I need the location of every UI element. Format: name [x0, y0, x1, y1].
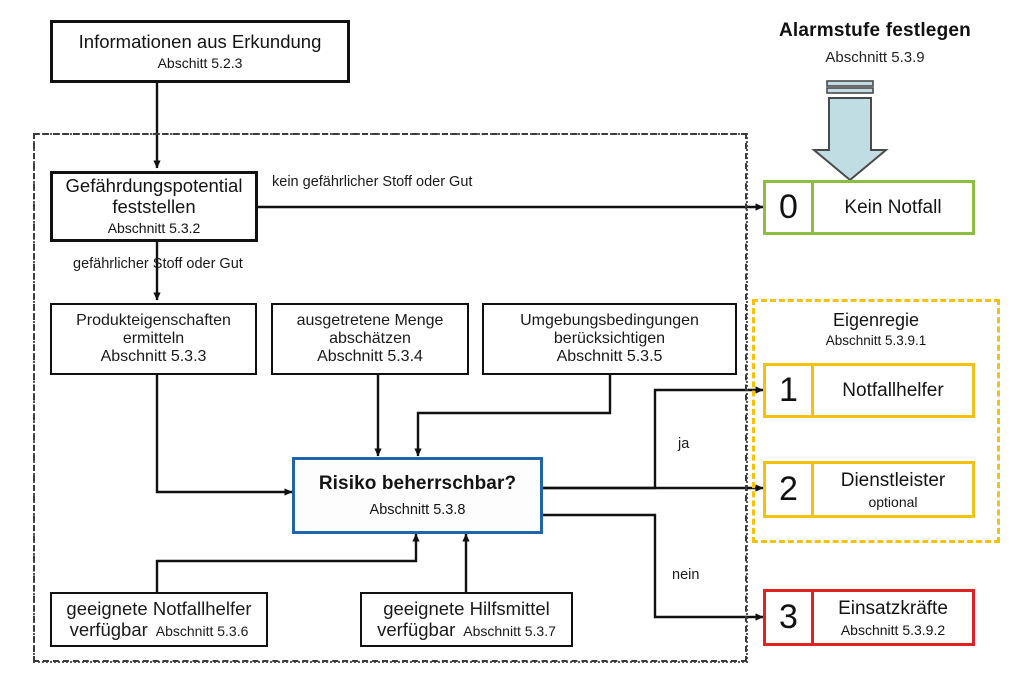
node-title: ausgetretene Menge	[296, 312, 444, 330]
result-box-2-dienstleister[interactable]: 2 Dienstleister optional	[763, 461, 975, 518]
node-subtitle: Abschnitt 5.3.5	[556, 347, 663, 365]
node-ausgetretene-menge-abschaetzen[interactable]: ausgetretene Menge abschätzen Abschnitt …	[271, 303, 469, 375]
node-subtitle: Abschitt 5.2.3	[157, 54, 243, 71]
node-title-line2: abschätzen	[329, 330, 411, 348]
result-body: Kein Notfall	[811, 180, 975, 235]
eigenregie-title: Eigenregie	[832, 310, 920, 330]
node-subtitle: Abschnitt 5.3.6	[155, 622, 249, 639]
node-title: Informationen aus Erkundung	[78, 30, 322, 52]
node-title: Umgebungsbedingungen	[520, 312, 699, 330]
result-box-3-einsatzkraefte[interactable]: 3 Einsatzkräfte Abschnitt 5.3.9.2	[763, 589, 975, 646]
node-subtitle: Abschnitt 5.3.8	[369, 502, 466, 519]
result-box-0-kein-notfall[interactable]: 0 Kein Notfall	[763, 180, 975, 235]
node-title: Produkteigenschaften	[76, 312, 231, 330]
eigenregie-title-block: Eigenregie Abschnitt 5.3.9.1	[752, 310, 1000, 348]
node-subtitle: Abschnitt 5.3.7	[463, 622, 556, 639]
edge-label-kein-gefaehrlicher-stoff: kein gefährlicher Stoff oder Gut	[272, 174, 473, 190]
node-informationen-aus-erkundung[interactable]: Informationen aus Erkundung Abschitt 5.2…	[50, 20, 350, 83]
header-subtitle: Abschnitt 5.3.9	[825, 49, 925, 66]
result-subtitle: Abschnitt 5.3.9.2	[840, 621, 946, 638]
result-number: 3	[763, 589, 811, 646]
node-title: geeignete Notfallhelfer	[66, 597, 252, 619]
node-title-line2: verfügbar	[377, 618, 456, 640]
node-umgebungsbedingungen-beruecksichtigen[interactable]: Umgebungsbedingungen berücksichtigen Abs…	[482, 303, 737, 375]
node-gefaehrdungspotential-feststellen[interactable]: Gefährdungspotential feststellen Abschni…	[50, 171, 258, 242]
node-subtitle: Abschnitt 5.3.2	[107, 219, 201, 236]
node-title-line2: ermitteln	[122, 330, 185, 348]
edge-label-gefaehrlicher-stoff: gefährlicher Stoff oder Gut	[73, 256, 243, 272]
process-scope-frame	[32, 132, 748, 663]
eigenregie-group-frame	[752, 299, 1000, 543]
node-title: Gefährdungspotential	[65, 175, 243, 197]
result-title: Einsatzkräfte	[838, 597, 948, 619]
node-subtitle-row: verfügbar Abschnitt 5.3.6	[69, 618, 249, 641]
header-title: Alarmstufe festlegen	[779, 20, 971, 41]
edge-label-ja: ja	[678, 436, 690, 452]
result-title: Kein Notfall	[844, 196, 942, 218]
node-title: Risiko beherrschbar?	[318, 472, 517, 494]
node-produkteigenschaften-ermitteln[interactable]: Produkteigenschaften ermitteln Abschnitt…	[50, 303, 257, 375]
result-number: 0	[763, 180, 811, 235]
result-title: Notfallhelfer	[842, 379, 944, 401]
node-subtitle-row: verfügbar Abschnitt 5.3.7	[377, 618, 556, 641]
node-title-line2: berücksichtigen	[553, 330, 666, 348]
result-body: Einsatzkräfte Abschnitt 5.3.9.2	[811, 589, 975, 646]
node-subtitle: Abschnitt 5.3.4	[317, 347, 423, 365]
node-title: geeignete Hilfsmittel	[383, 597, 550, 619]
result-box-1-notfallhelfer[interactable]: 1 Notfallhelfer	[763, 363, 975, 418]
header-block: Alarmstufe festlegen Abschnitt 5.3.9	[730, 20, 1020, 66]
down-arrow-icon	[811, 80, 889, 182]
node-geeignete-hilfsmittel-verfuegbar[interactable]: geeignete Hilfsmittel verfügbar Abschnit…	[360, 592, 573, 647]
node-risiko-beherrschbar[interactable]: Risiko beherrschbar? Abschnitt 5.3.8	[292, 457, 543, 534]
result-number: 1	[763, 363, 811, 418]
result-title: Dienstleister	[840, 469, 946, 491]
result-body: Notfallhelfer	[811, 363, 975, 418]
result-subtitle: optional	[868, 493, 918, 510]
result-number: 2	[763, 461, 811, 518]
edge-label-nein: nein	[672, 567, 700, 583]
eigenregie-subtitle: Abschnitt 5.3.9.1	[825, 333, 927, 348]
node-title-line2: feststellen	[112, 196, 196, 218]
node-geeignete-notfallhelfer-verfuegbar[interactable]: geeignete Notfallhelfer verfügbar Abschn…	[50, 592, 268, 647]
node-subtitle: Abschnitt 5.3.3	[100, 347, 207, 365]
result-body: Dienstleister optional	[811, 461, 975, 518]
node-title-line2: verfügbar	[69, 618, 148, 640]
